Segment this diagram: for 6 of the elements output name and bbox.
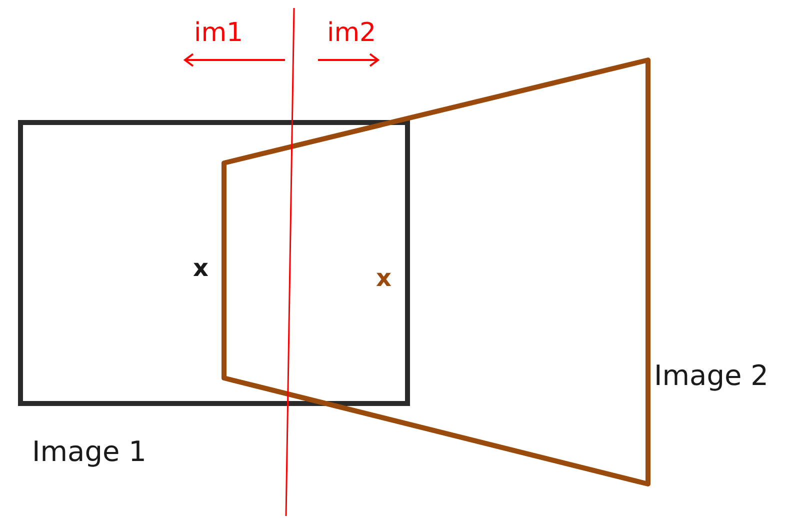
point-label: x [376,266,392,290]
point-label: x [193,256,208,280]
image-label: Image 2 [654,362,768,390]
image-label: Image 1 [32,438,146,466]
direction-label: im2 [327,20,376,46]
direction-label: im1 [194,20,244,46]
